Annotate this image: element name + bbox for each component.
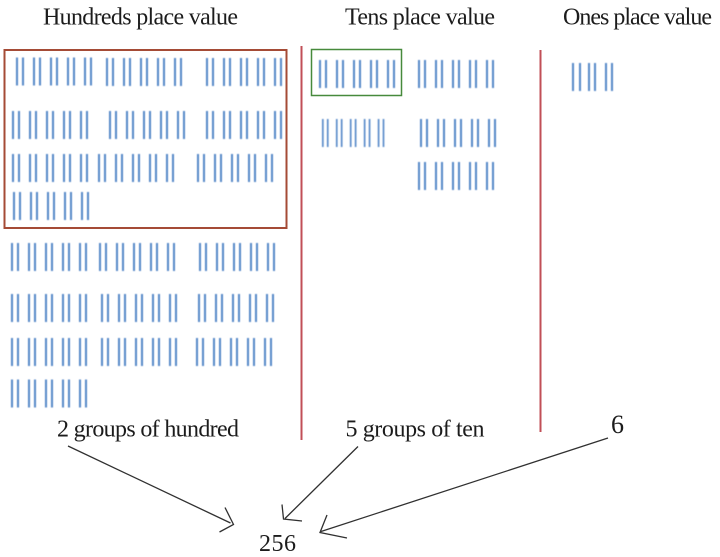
svg-text:6: 6	[611, 410, 624, 439]
svg-text:Hundreds place value: Hundreds place value	[43, 5, 238, 31]
svg-text:2 groups of hundred: 2 groups of hundred	[57, 417, 239, 443]
svg-text:256: 256	[259, 531, 296, 557]
svg-text:Tens place value: Tens place value	[345, 5, 495, 31]
svg-text:5 groups of ten: 5 groups of ten	[346, 417, 485, 443]
svg-text:Ones place value: Ones place value	[563, 5, 712, 31]
